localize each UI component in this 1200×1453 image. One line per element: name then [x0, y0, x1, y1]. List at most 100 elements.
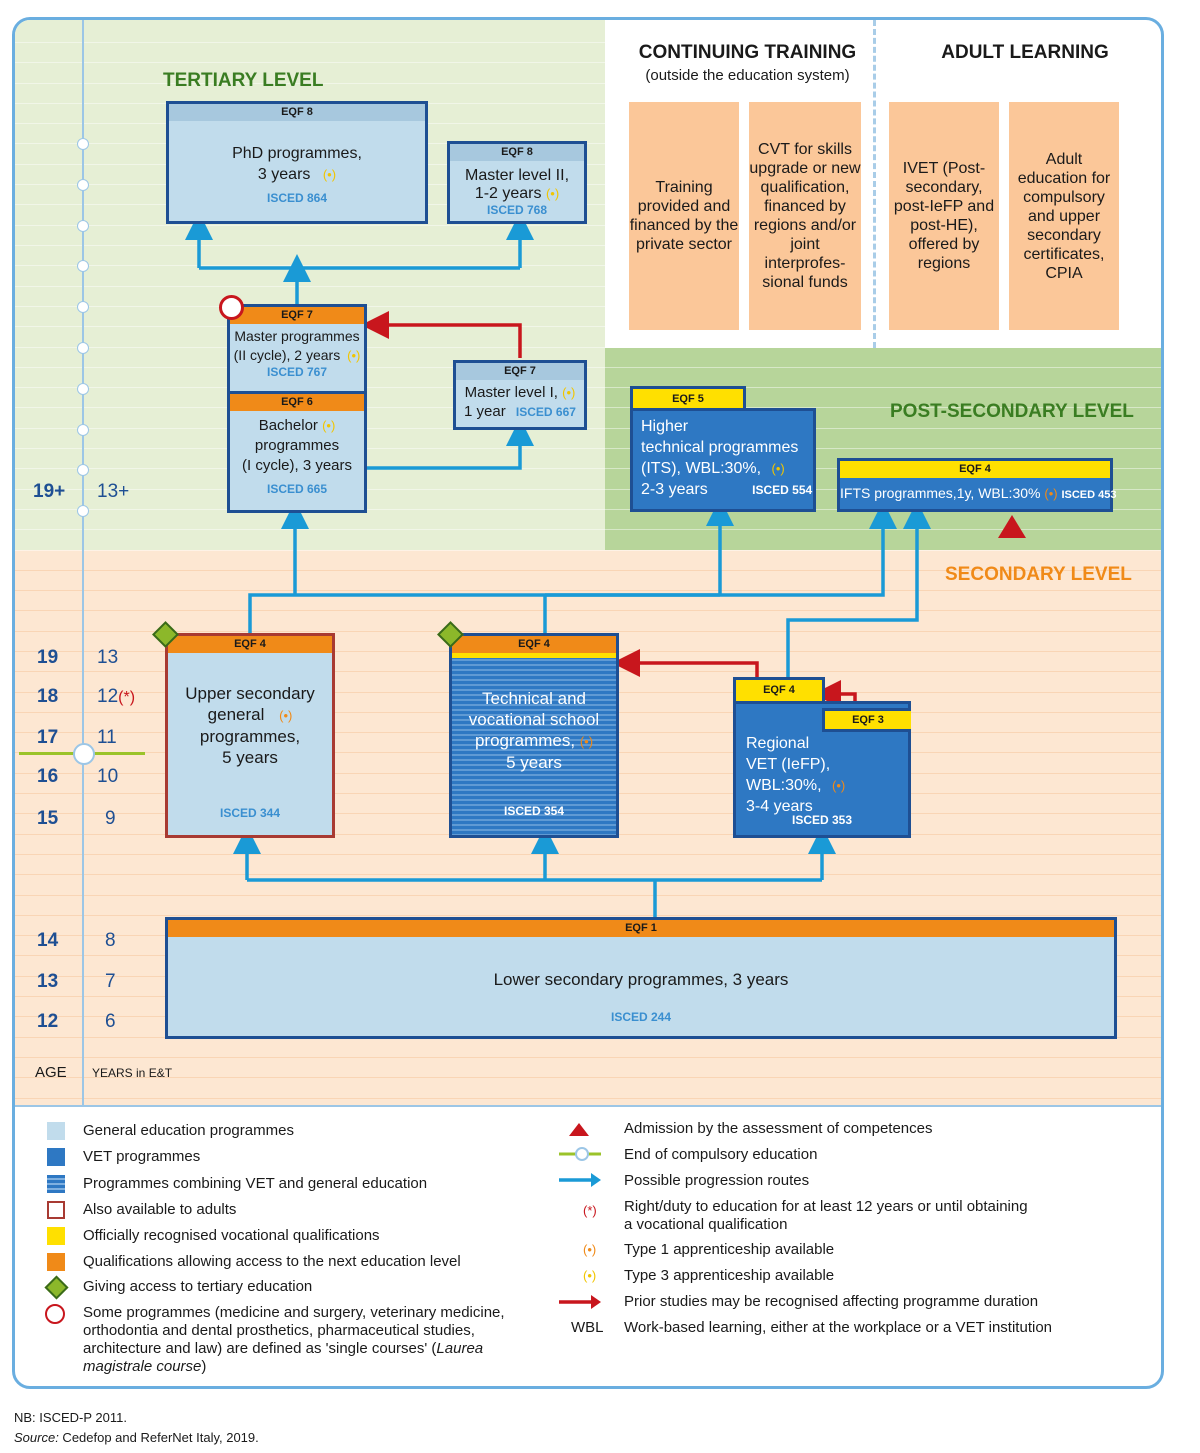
stripe-line	[15, 550, 1161, 551]
stripe-line	[15, 590, 1161, 591]
age-axis-line	[82, 20, 84, 1105]
axis-dot	[77, 260, 89, 272]
age-15: 15	[37, 808, 59, 829]
master-cycle-eqf: EQF 7	[230, 307, 364, 324]
continuing-training-header: CONTINUING TRAINING (outside the educati…	[615, 42, 880, 84]
years-12: 12(*)	[97, 686, 136, 707]
legend-adults: Also available to adults	[83, 1201, 237, 1218]
training-private-text: Training provided and financed by the pr…	[629, 179, 739, 253]
master2-eqf: EQF 8	[450, 144, 584, 161]
stripe-line	[15, 225, 1161, 226]
age-17: 17	[37, 727, 59, 748]
legend-single-courses: Some programmes (medicine and surgery, v…	[83, 1304, 505, 1375]
legend-progression: Possible progression routes	[624, 1172, 810, 1189]
master2-text: Master level II,1-2 years (•)	[464, 167, 570, 202]
regional-isced: ISCED 353	[791, 813, 853, 827]
axis-dot	[77, 138, 89, 150]
stripe-line	[15, 854, 1161, 855]
stripe-line	[15, 874, 1161, 875]
stripe-line	[15, 428, 1161, 429]
age-13: 13	[37, 971, 59, 992]
legend-divider	[15, 1105, 1161, 1107]
legend-right-symbol: (*)	[583, 1203, 597, 1218]
stripe-line	[15, 895, 1161, 896]
stripe-line	[15, 204, 1161, 205]
stripe-line	[15, 631, 1161, 632]
stripe-line	[15, 184, 1161, 185]
lower-eqf: EQF 1	[168, 920, 1114, 937]
stripe-line	[15, 123, 1161, 124]
axis-dot	[77, 505, 89, 517]
ivet-text: IVET (Post-secondary, post-IeFP and post…	[893, 160, 995, 272]
bachelor-isced: ISCED 665	[266, 482, 328, 496]
master1-eqf: EQF 7	[456, 363, 584, 380]
upper-general-eqf: EQF 4	[168, 636, 332, 653]
ifts-text: IFTS programmes,1y, WBL:30% (•) ISCED 45…	[840, 485, 1117, 501]
age-19: 19	[37, 647, 59, 668]
master2-isced: ISCED 768	[486, 203, 548, 217]
stripe-line	[15, 915, 1161, 916]
lower-secondary-box: EQF 1 Lower secondary programmes, 3 year…	[165, 917, 1117, 1039]
ivet-box: IVET (Post-secondary, post-IeFP and post…	[889, 102, 999, 330]
post-secondary-level-title: POST-SECONDARY LEVEL	[890, 401, 1134, 422]
stripe-line	[15, 42, 1161, 43]
dashed-divider	[873, 20, 876, 348]
stripe-line	[15, 448, 1161, 449]
age-18: 18	[37, 686, 59, 707]
continuing-subtitle: (outside the education system)	[645, 67, 850, 84]
axis-dot	[77, 383, 89, 395]
legend-admission: Admission by the assessment of competenc…	[624, 1120, 933, 1137]
bachelor-text: Bachelor (•)programmes(I cycle), 3 years	[241, 417, 353, 474]
legend-tertiary-access: Giving access to tertiary education	[83, 1278, 313, 1295]
legend-general-swatch	[47, 1122, 65, 1140]
years-13: 13	[97, 647, 119, 668]
stripe-line	[15, 164, 1161, 165]
diagram-frame: TERTIARY LEVEL POST-SECONDARY LEVEL SECO…	[12, 17, 1164, 1389]
age-19plus: 19+	[33, 481, 66, 502]
stripe-line	[15, 103, 1161, 104]
adult-education-box: Adult education for compulsory and upper…	[1009, 102, 1119, 330]
regional-eqf4: EQF 4	[736, 680, 822, 701]
years-9: 9	[105, 808, 116, 829]
master-cycle-isced: ISCED 767	[266, 365, 328, 379]
years-8: 8	[105, 930, 116, 951]
lower-text: Lower secondary programmes, 3 years	[493, 970, 789, 989]
technical-eqf: EQF 4	[452, 636, 616, 658]
legend-recognised: Officially recognised vocational qualifi…	[83, 1227, 380, 1244]
progression-arrows	[15, 20, 1026, 917]
years-axis-label: YEARS in E&T	[92, 1066, 173, 1080]
axis-dot	[77, 342, 89, 354]
legend-combined-swatch	[47, 1175, 65, 1193]
stripe-line	[15, 1077, 1161, 1078]
tertiary-level-title: TERTIARY LEVEL	[163, 70, 324, 91]
stripe-line	[15, 489, 1161, 490]
note-source: Source: Cedefop and ReferNet Italy, 2019…	[14, 1430, 259, 1445]
training-private-box: Training provided and financed by the pr…	[629, 102, 739, 330]
axis-dot	[77, 179, 89, 191]
legend-combined: Programmes combining VET and general edu…	[83, 1175, 428, 1192]
stripe-line	[15, 509, 1161, 510]
master1-text: Master level I, (•)1 year ISCED 667	[464, 384, 576, 420]
bachelor-box: EQF 6 Bachelor (•)programmes(I cycle), 3…	[227, 391, 367, 513]
years-11: 11	[97, 727, 117, 748]
bachelor-eqf: EQF 6	[230, 394, 364, 411]
legend-prior: Prior studies may be recognised affectin…	[624, 1293, 1039, 1310]
its-eqf: EQF 5	[633, 389, 743, 409]
axis-dot	[77, 464, 89, 476]
legend-recognised-swatch	[47, 1227, 65, 1245]
years-6: 6	[105, 1011, 116, 1032]
continuing-title: CONTINUING TRAINING	[638, 42, 857, 63]
stripe-line	[15, 326, 1161, 327]
stripe-line	[15, 529, 1161, 530]
legend-right: Right/duty to education for at least 12 …	[624, 1198, 1028, 1233]
phd-box: EQF 8 PhD programmes,3 years (•) ISCED 8…	[166, 101, 428, 224]
adult-learning-title: ADULT LEARNING	[941, 42, 1109, 63]
stripe-line	[15, 143, 1161, 144]
cvt-box: CVT for skills upgrade or new qualificat…	[749, 102, 861, 330]
legend-access: Qualifications allowing access to the ne…	[83, 1253, 461, 1270]
stripe-line	[15, 265, 1161, 266]
